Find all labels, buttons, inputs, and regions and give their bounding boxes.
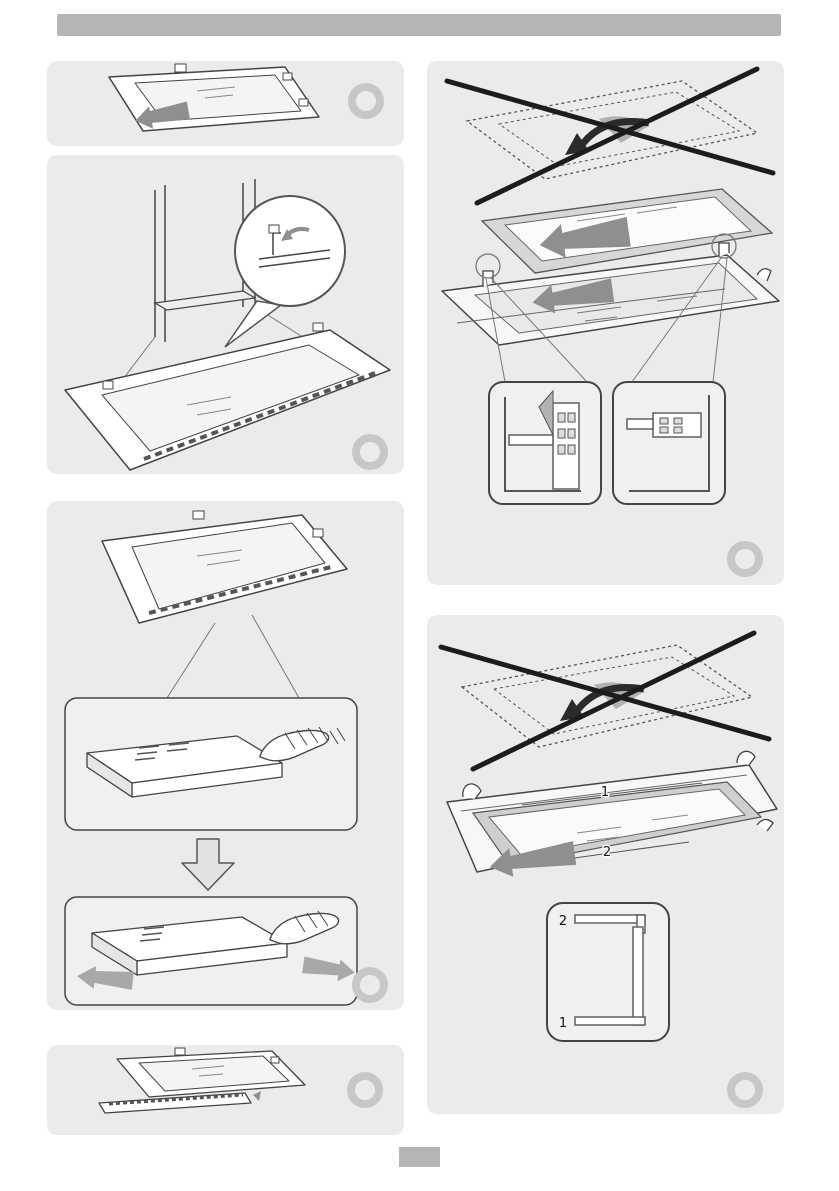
callout-circle-right: [711, 233, 737, 259]
header-bar: [57, 14, 781, 36]
trim-strip-illustration: [98, 1047, 383, 1114]
glass-reflection-lines: [196, 549, 243, 566]
step-badge: [347, 1072, 383, 1108]
panel-inner-glass-orientation: [427, 61, 784, 585]
panel-glass-layers-order: 1 2 2 1: [427, 615, 784, 1114]
direction-arrow-icon: [135, 101, 190, 129]
channel-detail-box: 2 1: [546, 902, 670, 1042]
wrong-orientation-glass: [444, 66, 776, 206]
prohibition-cross-icon: [444, 66, 776, 206]
small-arrow-icon: [253, 1091, 261, 1101]
step-badge: [727, 541, 763, 577]
callout-circles: [475, 233, 737, 279]
door-frame-with-glass: 1 2: [446, 750, 778, 873]
down-arrow-icon: [181, 838, 235, 891]
bracket-detail-box-left: [488, 381, 602, 505]
hand-icon: [259, 726, 346, 762]
door-edge-drawing: [91, 916, 288, 976]
panel-trim-strip: [47, 1045, 404, 1135]
slide-glass-illustration: [108, 63, 384, 132]
callout-lines: [485, 257, 728, 383]
wrong-orientation-glass: [438, 630, 772, 772]
glass-reflection-lines: [576, 814, 689, 842]
step-badge: [727, 1072, 763, 1108]
glass-orientation-illustration: [441, 66, 780, 577]
hand-icon: [269, 910, 340, 945]
panel-slide-glass-small: [47, 61, 404, 146]
page-number-block: [399, 1147, 440, 1167]
bracket-holes: [659, 417, 683, 434]
layer-1-leader-line: [521, 782, 703, 806]
magnifier-pointer: [224, 300, 283, 348]
glass-reflection-lines: [196, 86, 236, 99]
insert-arrow-icon: [489, 841, 577, 877]
step-badge: [352, 434, 388, 470]
glass-reflection-lines: [186, 396, 232, 416]
door-drawing: [101, 510, 348, 624]
detail-2-label: 2: [559, 914, 567, 929]
magnifier-detail: [224, 195, 346, 348]
door-edge-drawing: [86, 735, 283, 798]
glass-layers-illustration: 1 2 2 1: [438, 630, 778, 1108]
glass-layer-1-label: 1: [601, 785, 609, 800]
detail-1-label: 1: [559, 1016, 567, 1031]
step-badge: [348, 83, 384, 119]
latch-press-illustration: [64, 510, 388, 1006]
slide-left-arrow-icon: [77, 966, 134, 990]
insert-arrow-2-icon: [532, 278, 615, 314]
prohibition-cross-icon: [438, 630, 772, 772]
latch-slots: [134, 742, 190, 761]
latch-slots: [139, 926, 165, 942]
frame-reflection-lines: [576, 295, 698, 322]
glass-layer-2-label: 2: [603, 845, 611, 860]
frame-hooks: [462, 750, 774, 832]
panel-press-latch-and-slide: [47, 501, 404, 1010]
bracket-wedge: [538, 389, 554, 436]
latch-closeup-drawing: [258, 224, 331, 268]
door-drawing: [116, 1047, 306, 1098]
slide-right-arrow-icon: [302, 956, 355, 982]
door-drawing: [64, 322, 391, 471]
bracket-holes: [557, 412, 576, 455]
vent-slots: [148, 565, 332, 615]
detail-inset-press-latch: [64, 697, 358, 831]
vent-slots: [143, 371, 376, 461]
callout-circle-left: [475, 253, 501, 279]
callout-lines: [166, 614, 300, 699]
vent-strip-drawing: [98, 1091, 261, 1114]
panel-open-door-latch-detail: [47, 155, 404, 474]
insert-arrow-icon: [539, 216, 631, 258]
glass-reflection-lines: [191, 1065, 225, 1077]
turn-arrow-icon: [281, 226, 310, 241]
bracket-detail-box-right: [612, 381, 726, 505]
magnifier-circle: [234, 195, 346, 307]
detail-inset-slide-out: [64, 896, 358, 1006]
step-badge: [352, 967, 388, 1003]
open-door-illustration: [64, 179, 391, 471]
